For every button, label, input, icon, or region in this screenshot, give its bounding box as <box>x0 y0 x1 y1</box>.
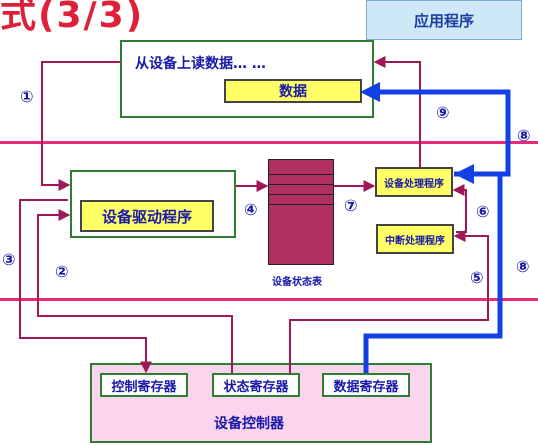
path-2 <box>37 209 233 373</box>
status-table-label: 设备状态表 <box>272 277 322 288</box>
marker-3: ③ <box>2 250 16 269</box>
device-driver-box: 设备驱动程序 <box>80 200 214 232</box>
separator-bottom <box>0 298 538 301</box>
data-box: 数据 <box>224 79 362 103</box>
marker-7: ⑦ <box>344 196 358 215</box>
device-handler-box: 设备处理程序 <box>375 167 453 197</box>
read-data-text: 从设备上读数据… … <box>135 56 266 72</box>
path-6 <box>452 184 467 233</box>
marker-6: ⑥ <box>476 202 490 221</box>
device-status-table <box>268 159 334 265</box>
path-5 <box>289 230 489 373</box>
app-program-callout: 应用程序 <box>366 0 522 40</box>
status-register: 状态寄存器 <box>212 373 300 397</box>
path-8-upper <box>360 82 511 177</box>
marker-8-lower: ⑧ <box>516 257 530 276</box>
control-register: 控制寄存器 <box>100 373 188 397</box>
path-9 <box>373 56 421 167</box>
path-3 <box>19 199 152 374</box>
controller-label: 设备控制器 <box>214 416 284 432</box>
interrupt-handler-box: 中断处理程序 <box>376 224 454 254</box>
data-register: 数据寄存器 <box>322 373 410 397</box>
marker-9: ⑨ <box>436 103 450 122</box>
path-1 <box>41 61 120 191</box>
marker-4: ④ <box>244 200 258 219</box>
marker-5: ⑤ <box>470 268 484 287</box>
title-fragment: 式(3/3) <box>0 0 145 36</box>
marker-1: ① <box>20 87 34 106</box>
separator-top <box>0 141 538 144</box>
marker-2: ② <box>55 262 69 281</box>
marker-8-upper: ⑧ <box>517 126 531 145</box>
